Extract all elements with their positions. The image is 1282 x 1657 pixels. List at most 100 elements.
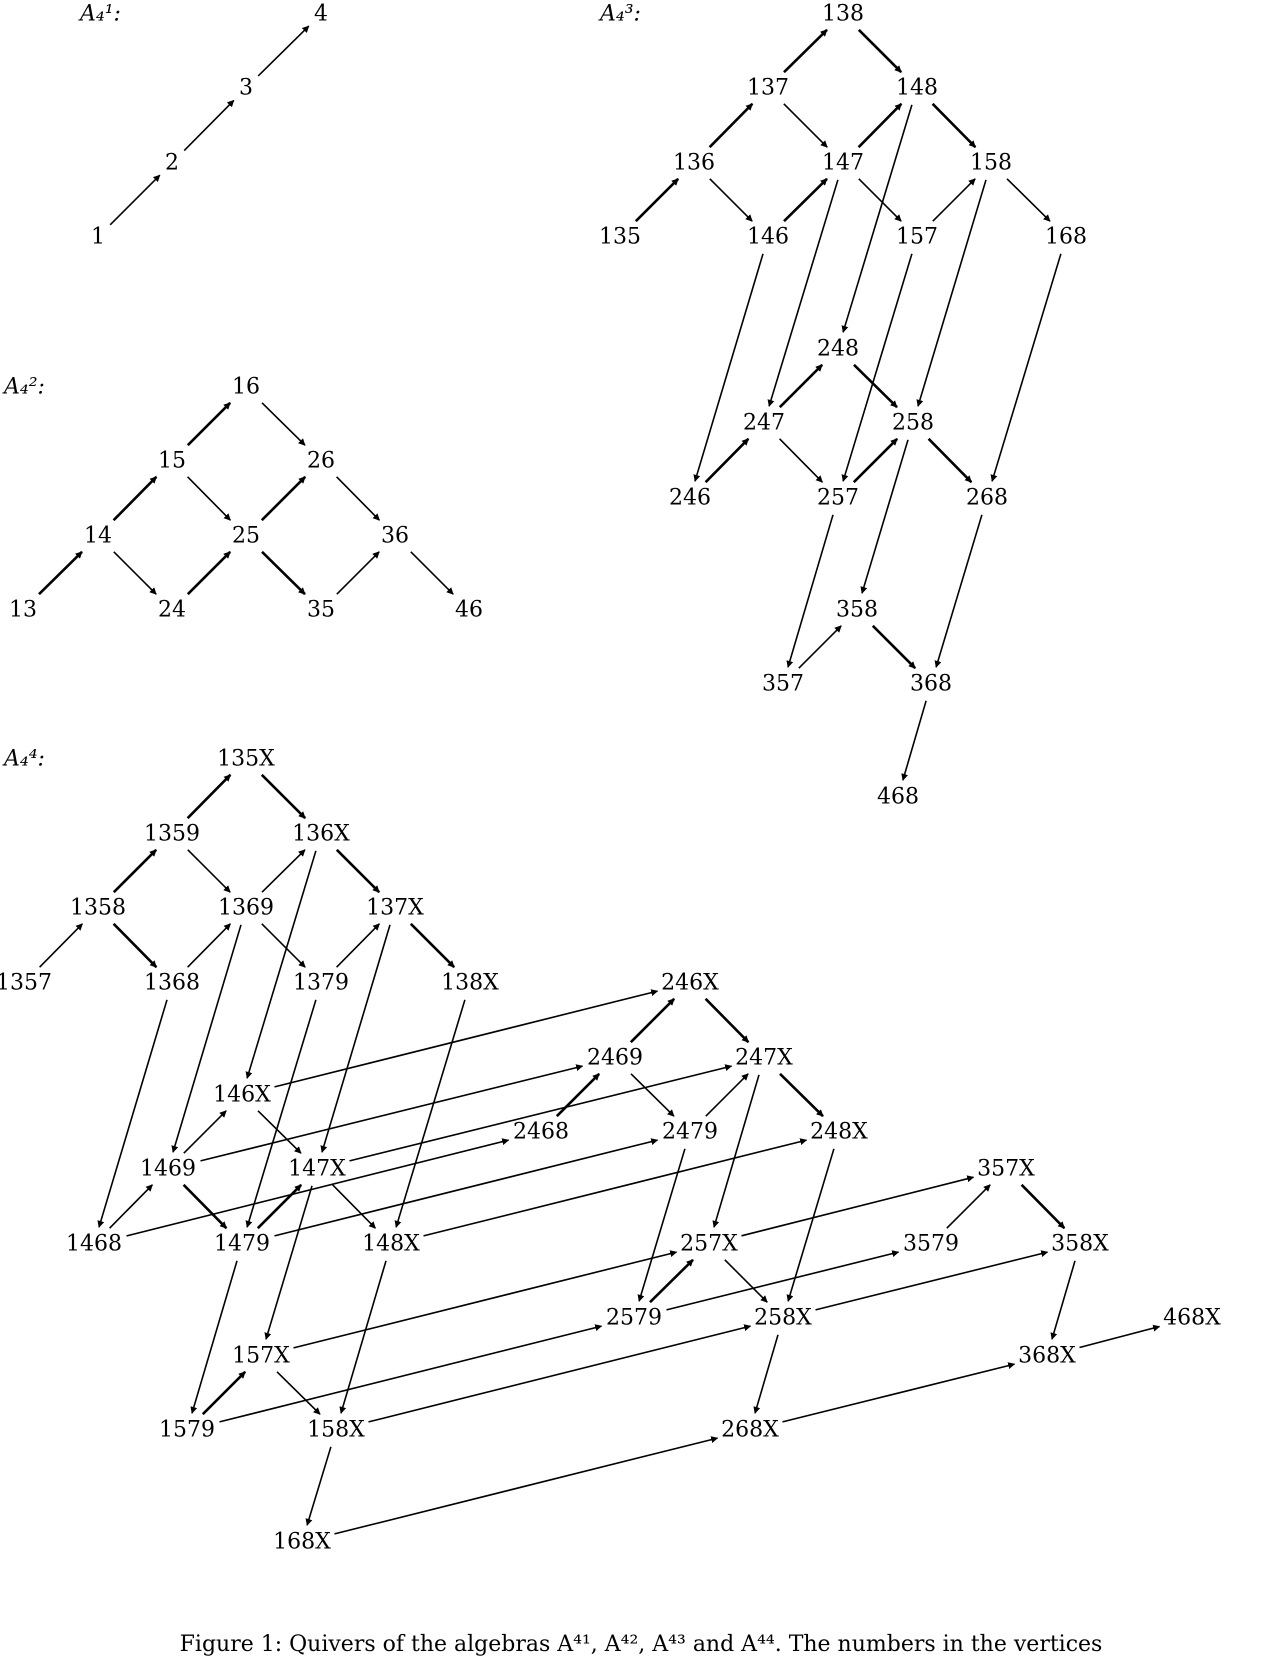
vertex-138: 138 — [822, 2, 864, 27]
vertex-368: 368 — [910, 672, 952, 697]
arrow-147X-to-157X — [264, 1185, 313, 1340]
arrow-138-to-148 — [857, 28, 903, 74]
vertex-248: 248 — [817, 337, 859, 362]
vertex-247: 247 — [743, 411, 785, 436]
arrow-26-to-36 — [336, 476, 380, 521]
arrow-258X-to-268X — [753, 1334, 779, 1414]
vertex-257X: 257X — [680, 1232, 738, 1257]
vertex-25: 25 — [232, 524, 260, 549]
arrow-137-to-147 — [783, 103, 828, 148]
vertex-157: 157 — [896, 225, 938, 250]
vertex-13: 13 — [9, 598, 37, 623]
vertex-2579: 2579 — [606, 1306, 662, 1331]
arrow-2468-to-2469 — [555, 1072, 601, 1118]
arrow-246-to-247 — [704, 437, 750, 484]
vertex-3579: 3579 — [903, 1232, 959, 1257]
arrow-258-to-358 — [860, 439, 909, 594]
arrow-1469-to-1479 — [182, 1183, 228, 1230]
arrow-246X-to-247X — [704, 997, 750, 1044]
vertex-1358: 1358 — [70, 896, 126, 921]
arrow-1379-to-137X — [336, 923, 380, 968]
quiver-label-3: A₄³: — [598, 2, 641, 27]
quiver-label-4: A₄⁴: — [2, 747, 45, 772]
vertex-137X: 137X — [366, 896, 424, 921]
vertex-1: 1 — [91, 225, 105, 250]
arrow-168-to-268 — [990, 253, 1062, 482]
arrow-258X-to-358X — [815, 1250, 1049, 1311]
arrow-136-to-137 — [708, 102, 754, 149]
arrow-1479-to-1579 — [190, 1260, 238, 1414]
vertex-1368: 1368 — [144, 971, 200, 996]
arrow-257-to-258 — [852, 437, 899, 484]
arrow-158-to-258 — [916, 179, 987, 407]
arrow-24-to-25 — [186, 550, 232, 596]
vertex-2469: 2469 — [587, 1046, 643, 1071]
vertex-147X: 147X — [288, 1157, 346, 1182]
vertex-1468: 1468 — [66, 1232, 122, 1257]
vertex-246X: 246X — [661, 971, 719, 996]
vertex-157X: 157X — [232, 1344, 290, 1369]
arrow-2469-to-246X — [629, 997, 676, 1044]
arrow-1469-to-146X — [183, 1110, 227, 1154]
vertex-246: 246 — [669, 486, 711, 511]
arrow-2479-to-247X — [705, 1073, 749, 1117]
arrow-136-to-146 — [709, 178, 753, 222]
arrow-368X-to-468X — [1079, 1324, 1161, 1349]
vertex-16: 16 — [232, 375, 260, 400]
arrow-14-to-15 — [112, 475, 158, 522]
vertex-168X: 168X — [273, 1530, 331, 1555]
arrow-1468-to-1469 — [109, 1184, 153, 1229]
vertex-358: 358 — [836, 598, 878, 623]
vertex-158X: 158X — [307, 1418, 365, 1443]
vertex-168: 168 — [1045, 225, 1087, 250]
arrow-1479-to-147X — [256, 1183, 303, 1230]
vertex-14: 14 — [84, 524, 112, 549]
arrow-1469-to-2469 — [200, 1064, 584, 1162]
arrow-158X-to-258X — [368, 1324, 752, 1423]
vertex-137: 137 — [747, 76, 789, 101]
vertex-1379: 1379 — [293, 971, 349, 996]
arrow-158-to-168 — [1006, 178, 1051, 222]
vertex-1579: 1579 — [159, 1418, 215, 1443]
arrow-1368-to-1468 — [97, 999, 168, 1228]
vertex-358X: 358X — [1051, 1232, 1109, 1257]
vertex-2: 2 — [165, 151, 179, 176]
arrow-14-to-24 — [113, 551, 157, 595]
vertex-135X: 135X — [217, 747, 275, 772]
arrow-25-to-35 — [261, 550, 306, 596]
arrow-1579-to-2579 — [219, 1324, 603, 1423]
arrow-368-to-468 — [901, 700, 927, 781]
arrow-3-to-4 — [257, 25, 310, 77]
arrow-15-to-16 — [186, 401, 232, 447]
arrow-357X-to-358X — [1020, 1183, 1066, 1230]
arrow-1479-to-2479 — [274, 1138, 659, 1237]
vertex-158: 158 — [970, 151, 1012, 176]
vertex-357X: 357X — [977, 1157, 1035, 1182]
vertex-257: 257 — [817, 486, 859, 511]
arrow-146X-to-246X — [274, 989, 659, 1088]
vertex-268X: 268X — [721, 1418, 779, 1443]
arrow-147-to-148 — [857, 102, 903, 149]
arrow-1369-to-1379 — [261, 923, 306, 968]
arrow-136X-to-146X — [245, 850, 317, 1079]
arrow-147X-to-148X — [332, 1184, 376, 1229]
arrow-146-to-147 — [783, 177, 828, 223]
arrow-157-to-257 — [841, 253, 913, 482]
arrow-3579-to-357X — [946, 1184, 991, 1229]
vertex-15: 15 — [158, 449, 186, 474]
arrow-1369-to-136X — [261, 849, 306, 893]
arrow-layer — [38, 25, 1161, 1535]
arrow-247X-to-248X — [779, 1072, 824, 1118]
arrow-138X-to-148X — [394, 999, 466, 1228]
arrow-247-to-248 — [778, 363, 824, 409]
vertex-357: 357 — [762, 672, 804, 697]
arrow-1359-to-135X — [186, 773, 232, 820]
arrow-157X-to-257X — [293, 1250, 678, 1349]
arrow-168X-to-268X — [334, 1436, 719, 1535]
vertex-26: 26 — [307, 449, 335, 474]
vertex-46: 46 — [455, 598, 483, 623]
arrow-16-to-26 — [261, 402, 306, 446]
vertex-138X: 138X — [441, 971, 499, 996]
arrow-1368-to-1369 — [187, 923, 231, 968]
arrow-147-to-247 — [767, 179, 839, 407]
